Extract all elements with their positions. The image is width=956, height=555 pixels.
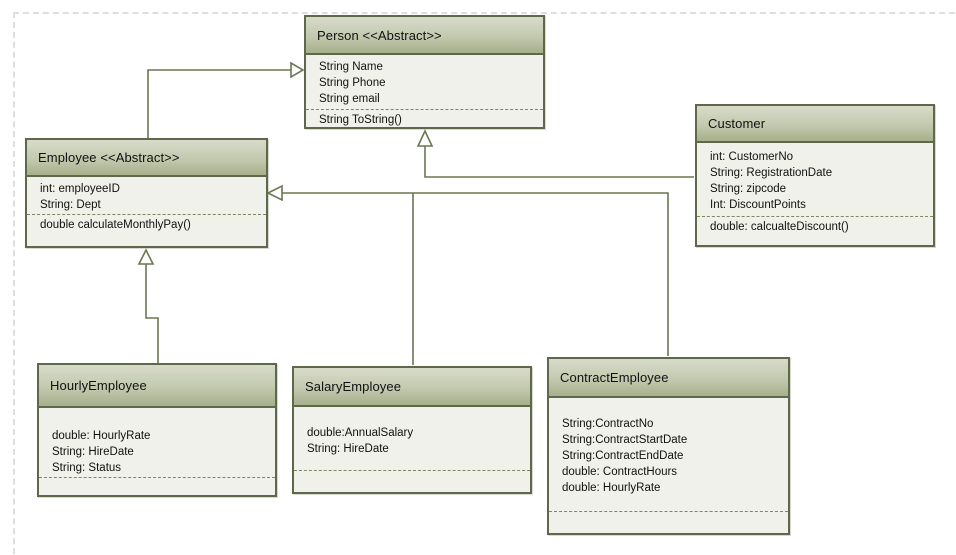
attribute: double: ContractHours (562, 466, 678, 478)
attribute: double:AnnualSalary (307, 427, 414, 439)
class-title: Person <<Abstract>> (317, 27, 442, 43)
generalization-employee-to-person[interactable] (147, 61, 305, 138)
attribute: String Phone (319, 77, 386, 89)
attribute: String:ContractNo (562, 418, 654, 430)
class-hourlyemployee-attributes: double: HourlyRate String: HireDate Stri… (39, 408, 275, 478)
class-salaryemployee[interactable]: SalaryEmployee double:AnnualSalary Strin… (292, 366, 532, 494)
class-title: Employee <<Abstract>> (38, 150, 180, 165)
attribute: double: HourlyRate (562, 482, 661, 494)
class-salaryemployee-methods (294, 471, 530, 492)
class-salaryemployee-header: SalaryEmployee (294, 368, 530, 407)
class-person-attributes: String Name String Phone String email (306, 55, 543, 110)
class-customer-attributes: int: CustomerNo String: RegistrationDate… (697, 143, 933, 217)
class-salaryemployee-attributes: double:AnnualSalary String: HireDate (294, 407, 530, 471)
class-contractemployee-attributes: String:ContractNo String:ContractStartDa… (549, 398, 788, 512)
class-hourlyemployee[interactable]: HourlyEmployee double: HourlyRate String… (37, 363, 277, 497)
attribute: String Name (319, 61, 383, 73)
class-employee-methods: double calculateMonthlyPay() (27, 215, 266, 246)
class-person[interactable]: Person <<Abstract>> String Name String P… (304, 15, 545, 129)
class-contractemployee[interactable]: ContractEmployee String:ContractNo Strin… (547, 357, 790, 535)
attribute: String:ContractStartDate (562, 434, 688, 446)
attribute: int: employeeID (40, 183, 120, 195)
attribute: String:ContractEndDate (562, 450, 684, 462)
class-employee-header: Employee <<Abstract>> (27, 140, 266, 177)
attribute: String: HireDate (307, 443, 389, 455)
class-contractemployee-methods (549, 512, 788, 533)
class-title: HourlyEmployee (50, 378, 147, 393)
class-employee-attributes: int: employeeID String: Dept (27, 177, 266, 215)
method: String ToString() (319, 114, 402, 126)
class-person-methods: String ToString() (306, 110, 543, 128)
class-hourlyemployee-header: HourlyEmployee (39, 365, 275, 408)
attribute: String: RegistrationDate (710, 167, 833, 179)
class-person-header: Person <<Abstract>> (306, 17, 543, 55)
class-employee[interactable]: Employee <<Abstract>> int: employeeID St… (25, 138, 268, 248)
attribute: String: Dept (40, 199, 101, 211)
method: double calculateMonthlyPay() (40, 219, 191, 231)
class-title: SalaryEmployee (305, 379, 402, 394)
attribute: String: zipcode (710, 183, 787, 195)
class-title: ContractEmployee (560, 370, 669, 385)
class-customer-methods: double: calcualteDiscount() (697, 217, 933, 245)
attribute: double: HourlyRate (52, 430, 151, 442)
attribute: int: CustomerNo (710, 151, 794, 163)
method: double: calcualteDiscount() (710, 221, 849, 233)
generalization-customer-to-person[interactable] (416, 129, 694, 178)
attribute: Int: DiscountPoints (710, 199, 806, 211)
class-title: Customer (708, 116, 766, 131)
class-hourlyemployee-methods (39, 478, 275, 495)
generalization-contractemployee-to-employee[interactable] (266, 184, 669, 356)
generalization-hourlyemployee-to-employee[interactable] (137, 248, 159, 363)
class-customer-header: Customer (697, 106, 933, 143)
attribute: String: Status (52, 462, 122, 474)
class-contractemployee-header: ContractEmployee (549, 359, 788, 398)
class-customer[interactable]: Customer int: CustomerNo String: Registr… (695, 104, 935, 247)
attribute: String email (319, 93, 380, 105)
attribute: String: HireDate (52, 446, 134, 458)
